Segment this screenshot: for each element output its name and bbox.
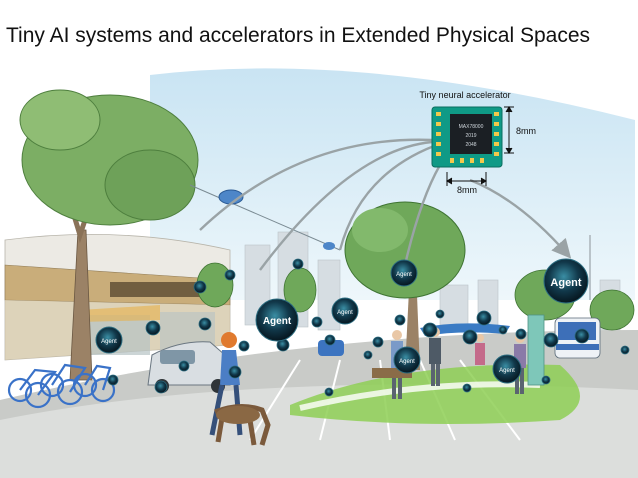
tree-small-left bbox=[196, 262, 317, 313]
person-with-dog bbox=[209, 332, 271, 446]
agent-label: Agent bbox=[337, 310, 353, 316]
height-label: 8mm bbox=[516, 126, 536, 136]
agent-node-7: Agent bbox=[543, 258, 589, 304]
agent-node-2: Agent bbox=[331, 297, 359, 325]
left-building bbox=[4, 233, 231, 361]
info-pillar bbox=[527, 314, 545, 386]
chip-marking-1: MAX78000 bbox=[459, 124, 484, 130]
sky-background bbox=[150, 68, 635, 300]
agent-node-1: Agent bbox=[255, 298, 299, 342]
agent-label: Agent bbox=[101, 339, 117, 345]
height-dimension bbox=[504, 106, 514, 154]
gondola-small bbox=[323, 242, 335, 250]
width-label: 8mm bbox=[457, 185, 477, 195]
connection-arrows bbox=[199, 138, 572, 271]
small-car bbox=[318, 340, 344, 356]
canopy bbox=[420, 323, 510, 336]
diagram-title: Tiny AI systems and accelerators in Exte… bbox=[6, 24, 591, 47]
agent-node-6: Agent bbox=[492, 354, 522, 384]
large-tree-left bbox=[19, 89, 199, 381]
small-agent-nodes bbox=[107, 258, 630, 397]
agent-node-3: Agent bbox=[390, 259, 418, 287]
agent-label: Agent bbox=[499, 368, 515, 374]
agent-label: Agent bbox=[396, 272, 412, 278]
agent-label: Agent bbox=[263, 316, 292, 327]
bench bbox=[372, 368, 412, 378]
width-dimension bbox=[446, 172, 487, 186]
agent-label: Agent bbox=[550, 277, 582, 289]
chip-caption: Tiny neural accelerator bbox=[419, 90, 510, 100]
agent-label: Agent bbox=[399, 359, 415, 365]
agent-node-4: Agent bbox=[95, 326, 123, 354]
bike-rack bbox=[7, 363, 116, 409]
cable-line bbox=[189, 184, 341, 251]
chip-marking-2: 2019 bbox=[465, 133, 476, 139]
neural-accelerator-chip: MAX78000 2019 2048 bbox=[431, 106, 503, 168]
chip-marking-3: 2048 bbox=[465, 142, 476, 148]
agent-node-5: Agent bbox=[393, 346, 421, 374]
tree-center bbox=[344, 201, 466, 370]
